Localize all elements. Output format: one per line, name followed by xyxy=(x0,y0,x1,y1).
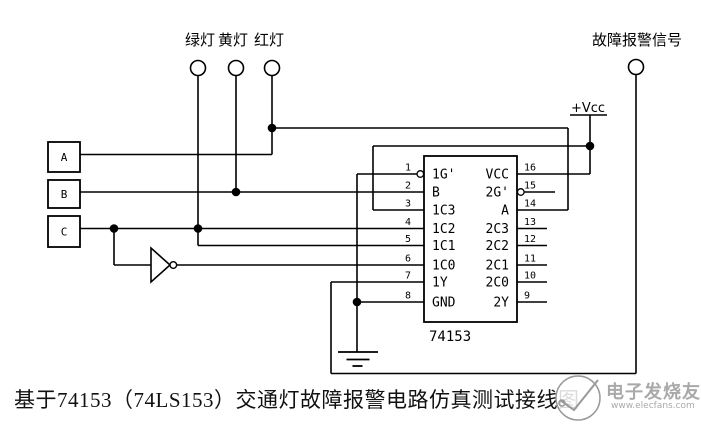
watermark-url: www.elecfans.com xyxy=(611,401,695,411)
pin-number: 4 xyxy=(405,217,411,228)
green-lamp-icon xyxy=(189,59,207,77)
pin-number: 15 xyxy=(524,181,536,192)
pin-number: 14 xyxy=(524,199,536,210)
pin-number: 12 xyxy=(524,234,536,245)
pin-label: 2C1 xyxy=(486,259,509,274)
pin-label: 1Y xyxy=(432,276,448,291)
input-box-a xyxy=(47,141,81,173)
input-box-label: A xyxy=(61,151,68,164)
pin-label: 1C0 xyxy=(432,259,455,274)
pin-number: 1 xyxy=(405,163,411,174)
pin-label: 1G' xyxy=(432,168,455,183)
pin-label: 1C3 xyxy=(432,204,455,219)
ic-74153-body xyxy=(423,155,518,323)
not-gate-bubble-icon xyxy=(169,261,178,270)
yellow-lamp-icon xyxy=(227,59,245,77)
input-box-c xyxy=(47,215,81,248)
junction-dot xyxy=(585,141,595,151)
pin-number: 3 xyxy=(405,199,411,210)
green-lamp-label: 绿灯 xyxy=(185,31,215,49)
pin-number: 11 xyxy=(524,254,536,265)
pin-number: 5 xyxy=(405,234,411,245)
ic-part-number: 74153 xyxy=(429,329,471,345)
red-lamp-label: 红灯 xyxy=(254,31,284,49)
alarm-terminal-icon xyxy=(627,58,645,76)
pin-label: 2Y xyxy=(493,296,509,311)
caption: 基于74153（74LS153）交通灯故障报警电路仿真测试接线图 xyxy=(14,388,580,412)
junction-dot xyxy=(352,297,362,307)
input-box-b xyxy=(47,179,81,209)
alarm-label: 故障报警信号 xyxy=(592,31,682,49)
pin-label: 1C1 xyxy=(432,239,455,254)
pin-label: 2C3 xyxy=(486,222,509,237)
junction-dot xyxy=(267,123,277,133)
junction-dot xyxy=(193,224,203,233)
pin-label: B xyxy=(432,186,440,201)
pin-number: 10 xyxy=(524,271,536,282)
yellow-lamp-label: 黄灯 xyxy=(218,31,248,49)
pin-label: 2C2 xyxy=(486,239,509,254)
input-box-label: B xyxy=(61,188,68,201)
pin-label: 2G' xyxy=(486,186,509,201)
pin-number: 6 xyxy=(405,254,411,265)
pin-number: 13 xyxy=(524,217,536,228)
active-low-bubble-icon xyxy=(416,170,425,178)
junction-dot xyxy=(109,224,119,233)
pin-number: 7 xyxy=(405,271,411,282)
watermark-text: 电子发烧友 xyxy=(606,382,701,403)
pin-number: 8 xyxy=(405,291,411,302)
junction-dot xyxy=(231,187,241,197)
red-lamp-icon xyxy=(263,59,281,77)
vcc-label: +Vcc xyxy=(571,101,605,116)
pin-label: 2C0 xyxy=(486,276,509,291)
not-gate-icon xyxy=(150,246,172,284)
pin-number: 9 xyxy=(524,291,530,302)
active-low-bubble-icon xyxy=(516,188,525,196)
pin-number: 16 xyxy=(524,163,536,174)
pin-label: GND xyxy=(432,296,456,311)
pin-label: 1C2 xyxy=(432,222,455,237)
pin-number: 2 xyxy=(405,181,411,192)
pin-label: VCC xyxy=(486,168,509,183)
input-box-label: C xyxy=(61,226,68,239)
watermark-logo-icon xyxy=(555,375,601,421)
pin-label: A xyxy=(501,204,509,219)
